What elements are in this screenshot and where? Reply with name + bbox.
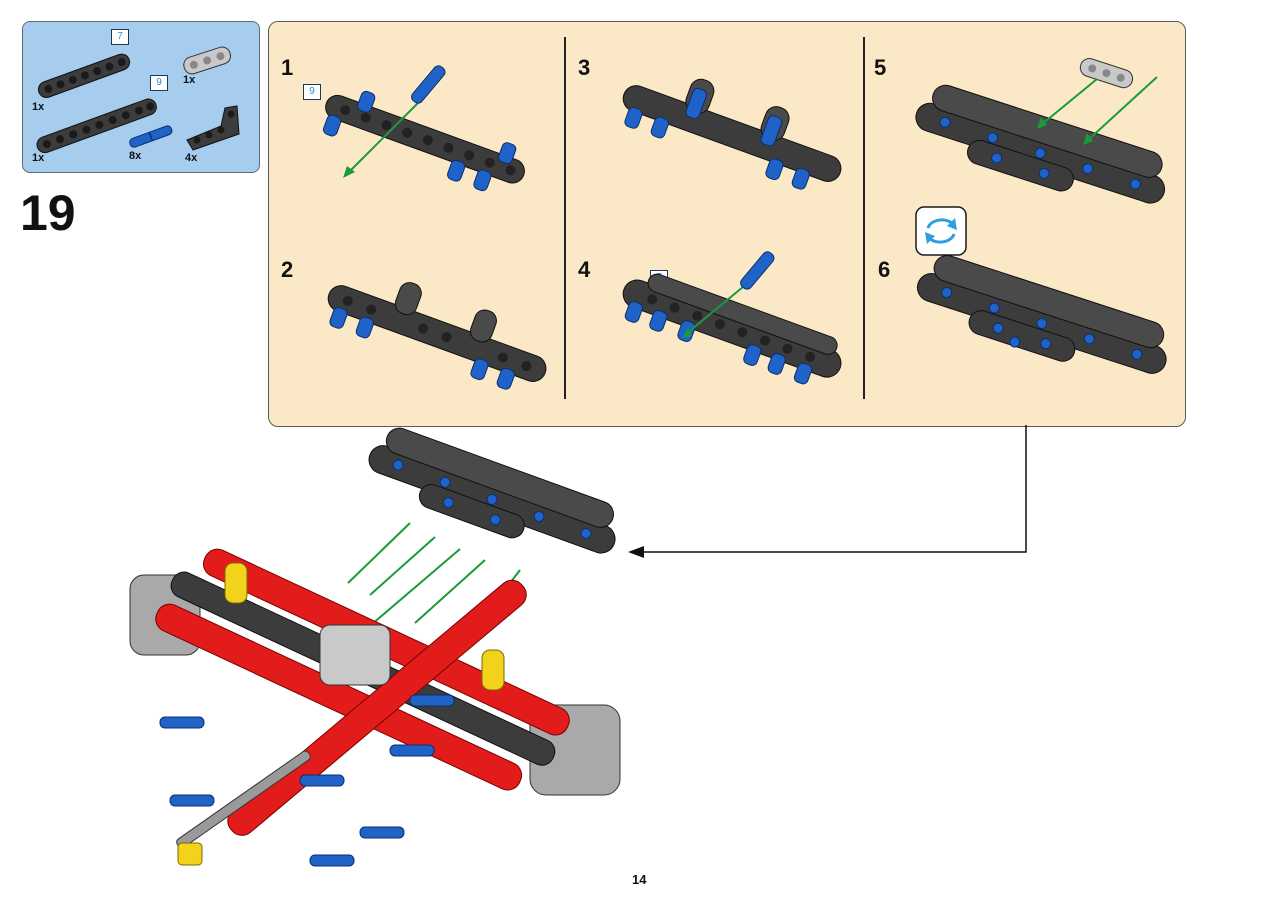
substep-6-number: 6 [878, 257, 891, 282]
substep-4-number: 4 [578, 257, 591, 282]
substep-3-number: 3 [578, 55, 591, 80]
substep-4-illustration [622, 251, 842, 385]
blue-pin-image [129, 125, 173, 148]
main-assembly-illustration [129, 427, 621, 867]
step-number: 19 [20, 185, 76, 241]
substep-5-number: 5 [874, 55, 887, 80]
dark-gray-bent-liftarm-image [186, 105, 240, 151]
part-qty: 1x [183, 74, 196, 86]
column-divider [863, 37, 865, 399]
substep-6-illustration [916, 255, 1167, 374]
part-qty: 4x [185, 152, 198, 164]
substep-3-illustration [622, 78, 842, 190]
part-qty: 1x [32, 152, 45, 164]
callout-arrow-icon [628, 425, 1027, 558]
substeps-panel: 1 9 2 3 4 7 5 6 [268, 21, 1186, 427]
substep-5-illustration [915, 58, 1166, 204]
substep-1-number: 1 [281, 55, 294, 80]
substep-2-number: 2 [281, 257, 294, 282]
page-number: 14 [632, 872, 647, 887]
beam-length-callout: 7 [111, 29, 129, 45]
substep-1-length-callout: 9 [303, 84, 321, 100]
beam-length-callout: 9 [150, 75, 168, 91]
parts-list-box: 7 1x 9 1x 1x 8x 4x [22, 21, 260, 173]
rotate-model-icon [915, 206, 967, 256]
part-qty: 1x [32, 101, 45, 113]
substep-1-illustration [322, 65, 525, 192]
light-gray-beam-3-image [183, 46, 232, 75]
part-qty: 8x [129, 150, 142, 162]
column-divider [564, 37, 566, 399]
dark-gray-beam-9-image [36, 98, 157, 154]
substep-2-illustration [327, 282, 547, 390]
dark-gray-beam-7-image [37, 53, 131, 98]
